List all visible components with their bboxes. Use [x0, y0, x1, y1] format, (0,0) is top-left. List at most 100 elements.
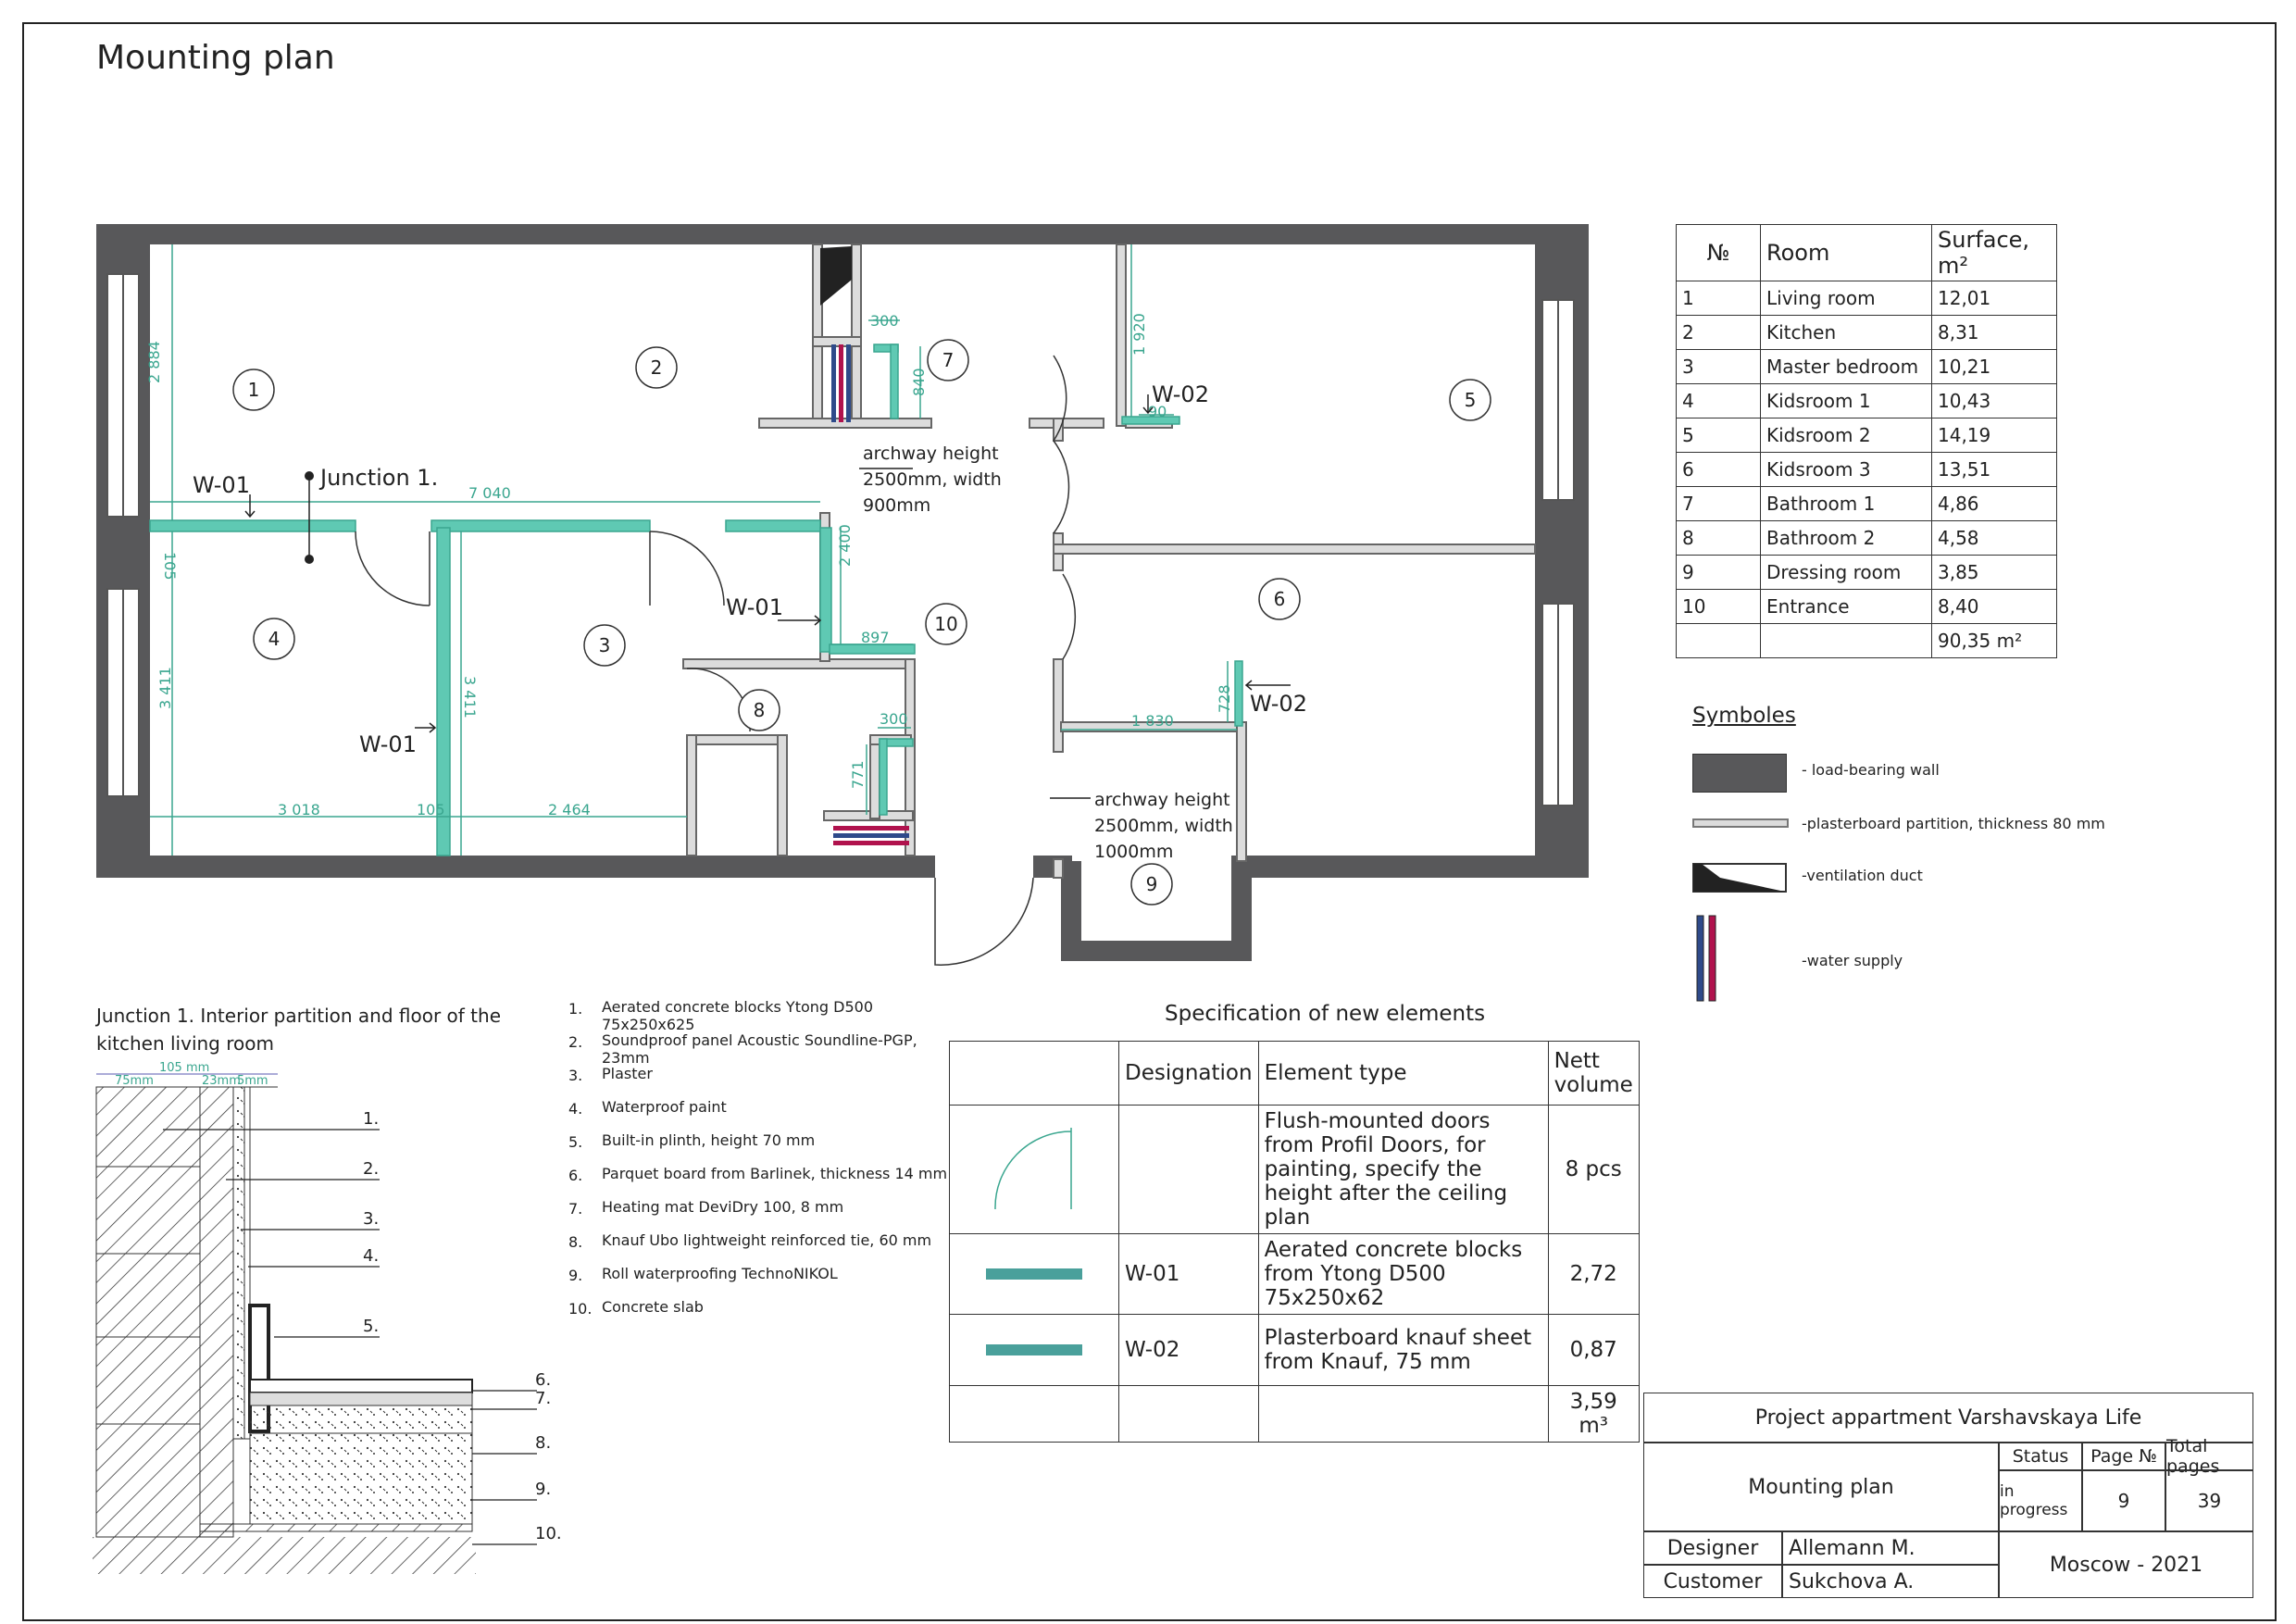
spec-header-volume: Nett volume [1547, 1041, 1640, 1106]
junction-marker-3: 3. [363, 1209, 379, 1229]
room-number: 7 [1676, 486, 1761, 521]
designer-name: Allemann M. [1782, 1531, 1999, 1565]
spec-volume-w02: 0,87 [1547, 1314, 1640, 1386]
room-number: 10 [1676, 589, 1761, 624]
total-pages-label: Total pages [2165, 1436, 2253, 1477]
room-surface: 8,40 [1931, 589, 2057, 624]
material-text: Roll waterproofing TechnoNIKOL [602, 1265, 838, 1282]
header-room: Room [1760, 224, 1932, 281]
junction-point-top [305, 471, 314, 481]
drawing-sheet [22, 22, 2277, 1621]
spec-title: Specification of new elements [1165, 1002, 1486, 1026]
room-number-3: 3 [599, 634, 611, 656]
room-name: Living room [1760, 281, 1932, 316]
room-number-labels: 1 2 3 4 5 6 7 8 9 10 [248, 349, 1477, 895]
room-surface: 8,31 [1931, 315, 2057, 350]
new-walls [149, 344, 1243, 856]
w01-bar-icon [986, 1268, 1082, 1280]
material-number: 9. [568, 1267, 583, 1284]
room-name: Dressing room [1760, 555, 1932, 590]
room-number: 4 [1676, 383, 1761, 418]
windows [106, 273, 1575, 806]
dim-3411a: 3 411 [156, 667, 174, 709]
customer-label: Customer [1643, 1565, 1782, 1598]
room-number-7: 7 [942, 349, 955, 371]
room-name: Kidsroom 1 [1760, 383, 1932, 418]
w02-label-b: W-02 [1250, 691, 1307, 717]
junction-marker-8: 8. [535, 1433, 551, 1453]
designer-label: Designer [1643, 1531, 1782, 1565]
junction-marker-2: 2. [363, 1159, 379, 1179]
junction-point-bottom [305, 555, 314, 564]
dim-771: 771 [849, 760, 867, 789]
spec-total-empty-3 [1257, 1385, 1549, 1443]
spec-type-w02: Plasterboard knauf sheet from Knauf, 75 … [1257, 1314, 1549, 1386]
junction-marker-1: 1. [363, 1109, 379, 1129]
header-surface: Surface, m² [1931, 224, 2057, 281]
spec-w01-symbol [949, 1233, 1119, 1315]
dim-3018: 3 018 [278, 801, 320, 818]
legend-symbol-water-icon [1696, 915, 1716, 1002]
page-number: 9 [2082, 1470, 2165, 1531]
room-markers [232, 339, 1491, 906]
legend-symbol-partition [1692, 818, 1789, 828]
material-number: 1. [568, 1000, 583, 1018]
room-surface: 10,43 [1931, 383, 2057, 418]
spec-header-symbol [949, 1041, 1119, 1106]
material-text: Soundproof panel Acoustic Soundline-PGP,… [602, 1031, 917, 1067]
dim-1920: 1 920 [1130, 313, 1148, 356]
spec-designation-w01: W-01 [1118, 1233, 1259, 1315]
material-item: 10.Concrete slab [568, 1294, 957, 1328]
spec-type-doors: Flush-mounted doors from Profil Doors, f… [1257, 1105, 1549, 1234]
junction-marker-4: 4. [363, 1246, 379, 1266]
legend-label-vent: -ventilation duct [1802, 867, 1923, 884]
material-item: 9. Roll waterproofing TechnoNIKOL [568, 1261, 957, 1294]
material-item: 1.Aerated concrete blocks Ytong D500 75x… [568, 994, 957, 1033]
door-icon [994, 1128, 1072, 1210]
total-pages: 39 [2165, 1470, 2253, 1531]
w01-label-b: W-01 [359, 731, 417, 757]
city-year: Moscow - 2021 [1999, 1531, 2253, 1598]
ventilation-duct [820, 246, 852, 306]
spec-designation-doors [1118, 1105, 1259, 1234]
legend-title: Symboles [1692, 704, 1796, 728]
dim-105a: 105 [161, 552, 179, 581]
customer-name: Sukchova A. [1782, 1565, 1999, 1598]
material-item: 4.Waterproof paint [568, 1094, 957, 1128]
material-item: 2.Soundproof panel Acoustic Soundline-PG… [568, 1028, 957, 1067]
status-label: Status [1999, 1443, 2082, 1470]
junction-marker-7: 7. [535, 1389, 551, 1408]
callout-leaders [244, 394, 1291, 799]
room-surface: 4,86 [1931, 486, 2057, 521]
material-item: 5.Built-in plinth, height 70 mm [568, 1128, 957, 1161]
legend-label-wall: - load-bearing wall [1802, 761, 1940, 779]
w02-bar-icon [986, 1344, 1082, 1355]
room-surface: 13,51 [1931, 452, 2057, 487]
status-value: in progress [1999, 1470, 2082, 1531]
archway2-line3: 1000mm [1094, 842, 1173, 862]
spec-total-empty-1 [949, 1385, 1119, 1443]
room-surface: 14,19 [1931, 418, 2057, 453]
room-number-1: 1 [248, 379, 260, 401]
legend-symbol-wall [1692, 754, 1787, 793]
dim-105b: 105 [417, 801, 445, 818]
room-number-6: 6 [1274, 588, 1286, 610]
sheet-title: Mounting plan [1643, 1443, 1999, 1531]
material-number: 5. [568, 1133, 583, 1151]
spec-header-designation: Designation [1118, 1041, 1259, 1106]
room-number: 3 [1676, 349, 1761, 384]
archway1-line3: 900mm [863, 495, 930, 516]
dim-2400: 2 400 [836, 524, 854, 567]
junction-dim-105: 105 mm [159, 1061, 209, 1075]
room-surface: 4,58 [1931, 520, 2057, 556]
room-name: Entrance [1760, 589, 1932, 624]
archway2-line2: 2500mm, width [1094, 816, 1233, 836]
project-title: Project appartment Varshavskaya Life [1643, 1393, 2253, 1443]
material-item: 6.Parquet board from Barlinek, thickness… [568, 1161, 957, 1194]
